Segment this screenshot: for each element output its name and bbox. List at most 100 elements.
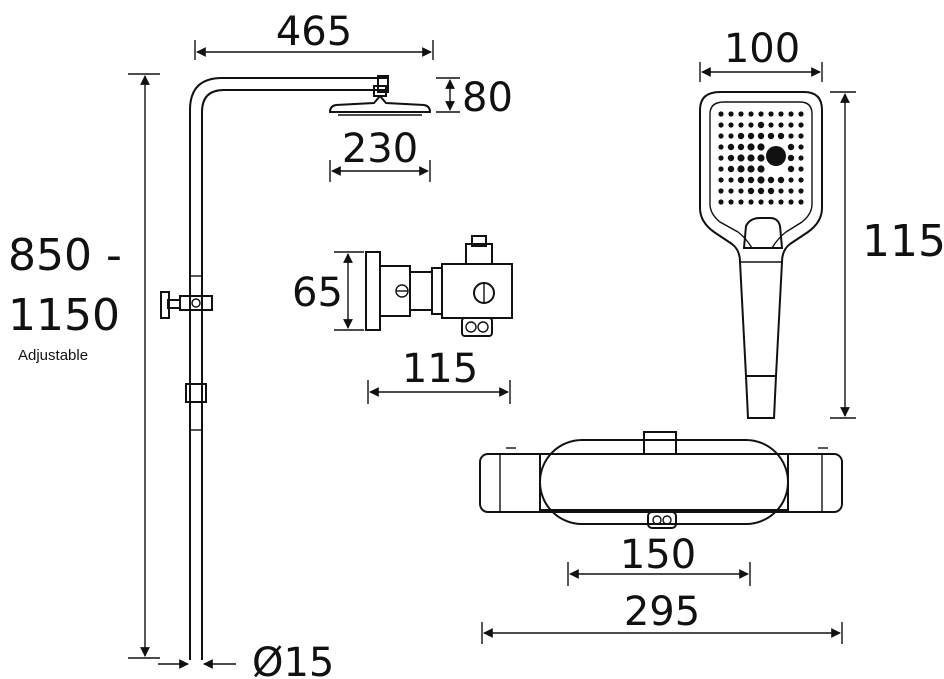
valve-depth-dimension: 115 bbox=[367, 346, 511, 404]
nozzle-dot bbox=[718, 177, 724, 183]
nozzle-dot bbox=[747, 165, 755, 173]
bar-width-label: 295 bbox=[624, 589, 700, 635]
head-height-label: 80 bbox=[462, 75, 513, 121]
nozzle-dot bbox=[788, 199, 794, 205]
nozzle-dot bbox=[798, 122, 804, 128]
nozzle-dot bbox=[798, 111, 804, 117]
nozzle-dot bbox=[728, 122, 734, 128]
handset-centre-nozzle-icon bbox=[766, 146, 786, 166]
pipe-diameter-dimension: Ø15 bbox=[158, 640, 334, 679]
nozzle-dot bbox=[738, 188, 744, 194]
bar-centres-dimension: 150 bbox=[567, 532, 751, 586]
pipe-diameter-label: Ø15 bbox=[252, 640, 334, 679]
total-height-line2: 1150 bbox=[8, 290, 120, 341]
arm-width-dimension: 465 bbox=[194, 9, 434, 60]
nozzle-dot bbox=[718, 188, 724, 194]
nozzle-dot bbox=[768, 111, 774, 117]
nozzle-dot bbox=[757, 143, 765, 151]
nozzle-dot bbox=[747, 187, 755, 195]
nozzle-dot bbox=[798, 144, 804, 150]
nozzle-dot bbox=[767, 132, 775, 140]
nozzle-dot bbox=[728, 188, 734, 194]
valve-height-dimension: 65 bbox=[292, 251, 364, 331]
thermostatic-bar-valve-icon bbox=[479, 431, 843, 529]
total-height-note: Adjustable bbox=[18, 347, 88, 364]
nozzle-dot bbox=[777, 176, 785, 184]
valve-height-label: 65 bbox=[292, 270, 343, 316]
nozzle-dot bbox=[747, 143, 755, 151]
nozzle-dot bbox=[737, 132, 745, 140]
nozzle-dot bbox=[787, 165, 795, 173]
nozzle-dot bbox=[788, 133, 794, 139]
head-diameter-dimension: 230 bbox=[329, 126, 431, 182]
nozzle-dot bbox=[778, 188, 784, 194]
nozzle-dot bbox=[787, 143, 795, 151]
nozzle-dot bbox=[788, 111, 794, 117]
nozzle-dot bbox=[747, 154, 755, 162]
nozzle-dot bbox=[748, 199, 754, 205]
nozzle-dot bbox=[757, 187, 765, 195]
nozzle-dot bbox=[787, 154, 795, 162]
nozzle-dot bbox=[737, 176, 745, 184]
handheld-shower-icon bbox=[699, 91, 823, 419]
nozzle-dot bbox=[728, 199, 734, 205]
nozzle-dot bbox=[738, 199, 744, 205]
nozzle-dot bbox=[788, 122, 794, 128]
nozzle-dot bbox=[757, 154, 765, 162]
nozzle-dot bbox=[788, 177, 794, 183]
head-height-dimension: 80 bbox=[436, 75, 513, 121]
nozzle-dot bbox=[747, 132, 755, 140]
nozzle-dot bbox=[718, 199, 724, 205]
nozzle-dot bbox=[718, 155, 724, 161]
handset-height-label: 115 bbox=[862, 216, 944, 267]
nozzle-dot bbox=[737, 143, 745, 151]
valve-depth-label: 115 bbox=[402, 346, 478, 392]
nozzle-dot bbox=[778, 111, 784, 117]
shower-riser-rail-icon bbox=[160, 75, 432, 660]
nozzle-dot bbox=[748, 122, 754, 128]
total-height-dimension: 850 - 1150 Adjustable bbox=[8, 73, 160, 659]
total-height-line1: 850 - bbox=[8, 230, 122, 281]
nozzle-dot bbox=[727, 143, 735, 151]
bar-width-dimension: 295 bbox=[481, 589, 843, 644]
nozzle-dot bbox=[718, 166, 724, 172]
nozzle-dot bbox=[718, 111, 724, 117]
nozzle-dot bbox=[788, 188, 794, 194]
nozzle-dot bbox=[798, 166, 804, 172]
nozzle-dot bbox=[728, 177, 734, 183]
nozzle-dot bbox=[728, 133, 734, 139]
nozzle-dot bbox=[758, 199, 764, 205]
nozzle-dot bbox=[727, 165, 735, 173]
nozzle-dot bbox=[798, 199, 804, 205]
nozzle-dot bbox=[737, 154, 745, 162]
handset-width-dimension: 100 bbox=[699, 26, 823, 82]
nozzle-dot bbox=[767, 176, 775, 184]
nozzle-dot bbox=[728, 111, 734, 117]
nozzle-dot bbox=[718, 133, 724, 139]
nozzle-dot bbox=[757, 121, 765, 129]
head-diameter-label: 230 bbox=[342, 126, 418, 172]
nozzle-dot bbox=[757, 132, 765, 140]
handset-width-label: 100 bbox=[724, 26, 800, 72]
nozzle-dot bbox=[798, 155, 804, 161]
nozzle-dot bbox=[777, 132, 785, 140]
handset-height-dimension: 115 bbox=[830, 91, 944, 419]
nozzle-dot bbox=[738, 111, 744, 117]
nozzle-dot bbox=[778, 122, 784, 128]
bar-centres-label: 150 bbox=[620, 532, 696, 578]
nozzle-dot bbox=[727, 154, 735, 162]
nozzle-dot bbox=[747, 176, 755, 184]
nozzle-dot bbox=[748, 111, 754, 117]
nozzle-dot bbox=[767, 187, 775, 195]
nozzle-dot bbox=[758, 111, 764, 117]
nozzle-dot bbox=[768, 199, 774, 205]
nozzle-dot bbox=[738, 122, 744, 128]
nozzle-dot bbox=[718, 144, 724, 150]
thermostatic-valve-side-view-icon bbox=[365, 235, 513, 337]
nozzle-dot bbox=[718, 122, 724, 128]
arm-width-label: 465 bbox=[276, 9, 352, 55]
nozzle-dot bbox=[757, 165, 765, 173]
nozzle-dot bbox=[768, 122, 774, 128]
nozzle-dot bbox=[798, 188, 804, 194]
